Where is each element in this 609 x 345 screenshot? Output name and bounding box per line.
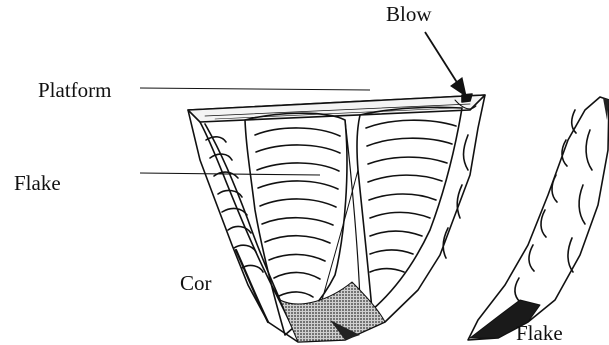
blow-arrow-shaft <box>425 32 458 84</box>
platform-label: Platform <box>38 80 112 101</box>
flake-label-right: Flake <box>516 323 563 344</box>
blow-arrow-head <box>451 78 466 96</box>
blow-label: Blow <box>386 4 432 25</box>
flake-drawing <box>468 97 609 340</box>
flake-outline <box>468 97 609 340</box>
impact-point <box>462 94 472 102</box>
platform-leader <box>140 88 370 90</box>
core-drawing <box>188 94 485 342</box>
core-label: Cor <box>180 273 212 294</box>
flake-label-left: Flake <box>14 173 61 194</box>
